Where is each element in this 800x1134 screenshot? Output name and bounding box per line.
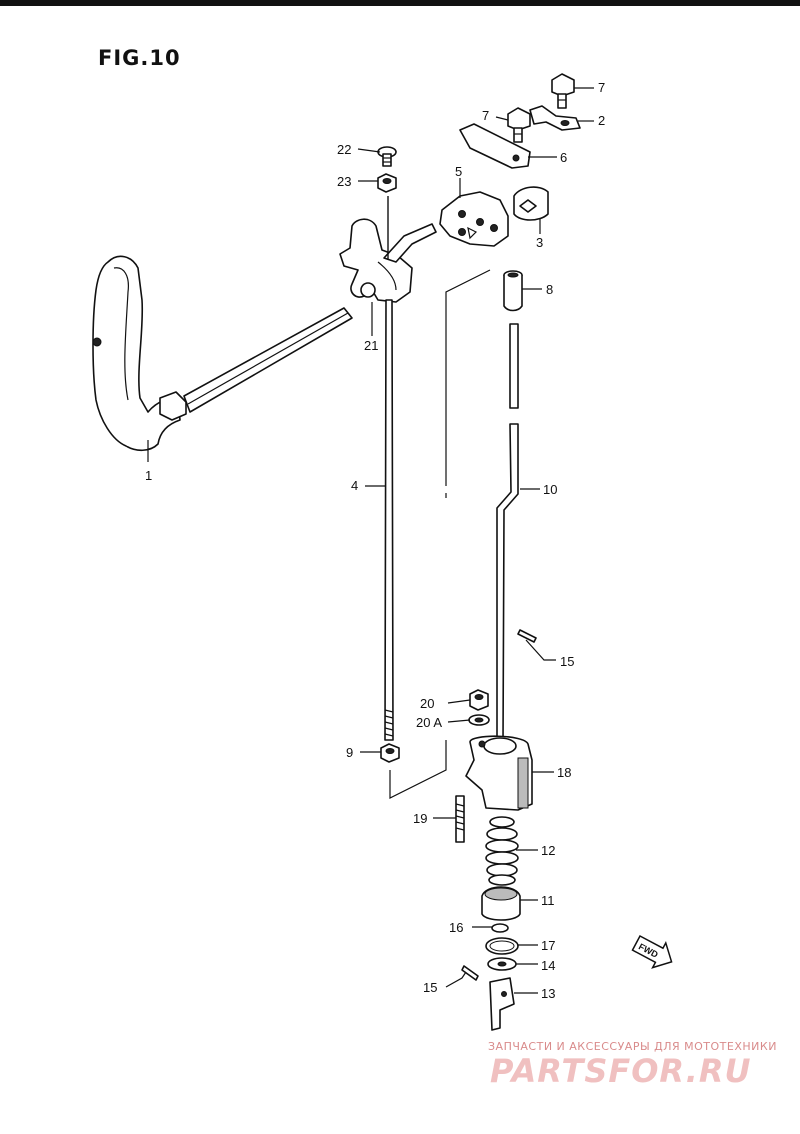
label-9: 9 [346,745,353,760]
washer-14-part [487,957,517,971]
holder-18-part [465,735,533,811]
leader-lines [147,87,594,994]
label-8: 8 [546,282,553,297]
label-5: 5 [455,164,462,179]
label-22: 22 [337,142,351,157]
label-16: 16 [449,920,463,935]
watermark-logo: PARTSFOR.RU [490,1052,752,1090]
label-15b: 15 [423,980,437,995]
plate-6-part [459,123,531,169]
tiller-handle-part [92,255,353,452]
nut-23-part [377,173,397,193]
label-20a: 20 A [416,715,442,730]
oring-16-part [491,923,509,933]
spring-12-part [485,816,519,886]
link-13-part [489,977,515,1031]
label-13: 13 [541,986,555,1001]
collar-11-part [481,886,521,921]
label-17: 17 [541,938,555,953]
label-3: 3 [536,235,543,250]
bolt-7b-part [507,107,531,143]
nut-9-part [380,743,400,763]
label-20: 20 [420,696,434,711]
label-11: 11 [541,893,555,908]
top-border [0,0,800,6]
pin-15b-part [461,965,479,981]
label-23: 23 [337,174,351,189]
label-18: 18 [557,765,571,780]
stud-19-part [455,795,465,843]
figure-title: FIG.10 [98,46,181,70]
label-12: 12 [541,843,555,858]
screw-22-part [377,146,397,167]
cam-block-5-part [439,191,509,247]
fwd-arrow-icon: FWD [631,934,673,969]
bolt-7a-part [551,73,575,109]
washer-20a-part [468,714,490,726]
pin-15a-part [517,629,537,643]
assembly-bracket-lines [389,269,491,799]
rod-4-part [384,196,394,741]
watermark-tagline: ЗАПЧАСТИ И АКСЕССУАРЫ ДЛЯ МОТОТЕХНИКИ [488,1040,777,1053]
label-4: 4 [351,478,358,493]
label-6: 6 [560,150,567,165]
label-10: 10 [543,482,557,497]
label-7b: 7 [482,108,489,123]
throttle-bracket-part [339,218,437,303]
ring-17-part [485,937,519,955]
bushing-3-part [513,186,549,221]
label-2: 2 [598,113,605,128]
clamp-2-part [529,105,581,131]
sleeve-8-part [503,270,523,312]
upper-rod-part [509,323,519,409]
label-21: 21 [364,338,378,353]
label-14: 14 [541,958,555,973]
label-15a: 15 [560,654,574,669]
label-7a: 7 [598,80,605,95]
crank-rod-10-part [496,423,519,745]
label-1: 1 [145,468,152,483]
label-19: 19 [413,811,427,826]
nut-20-part [469,689,489,711]
